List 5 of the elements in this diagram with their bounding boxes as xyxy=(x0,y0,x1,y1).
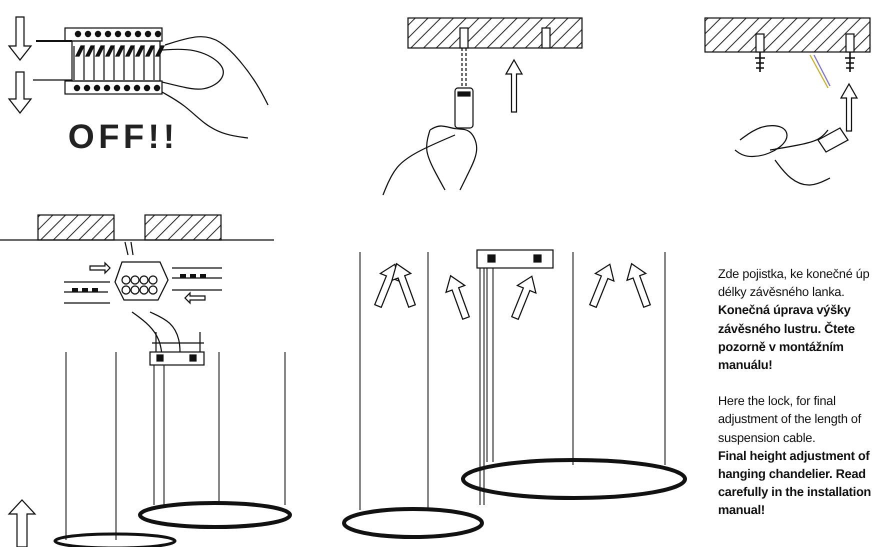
instruction-text: Zde pojistka, ke konečné úp délky závěsného lanka. xyxy=(718,266,870,302)
instruction-text: Here the lock, for final adjustment of the length of suspension cable. xyxy=(718,393,862,447)
instruction-note: Konečná úprava výšky závěsného lustru. Čtete pozorně v montážním manuálu! xyxy=(718,302,856,374)
instruction-note: Final height adjustment of hanging chandelier. Read carefully in the installation manual! xyxy=(718,448,872,520)
warning-text: OFF!! xyxy=(68,118,179,157)
